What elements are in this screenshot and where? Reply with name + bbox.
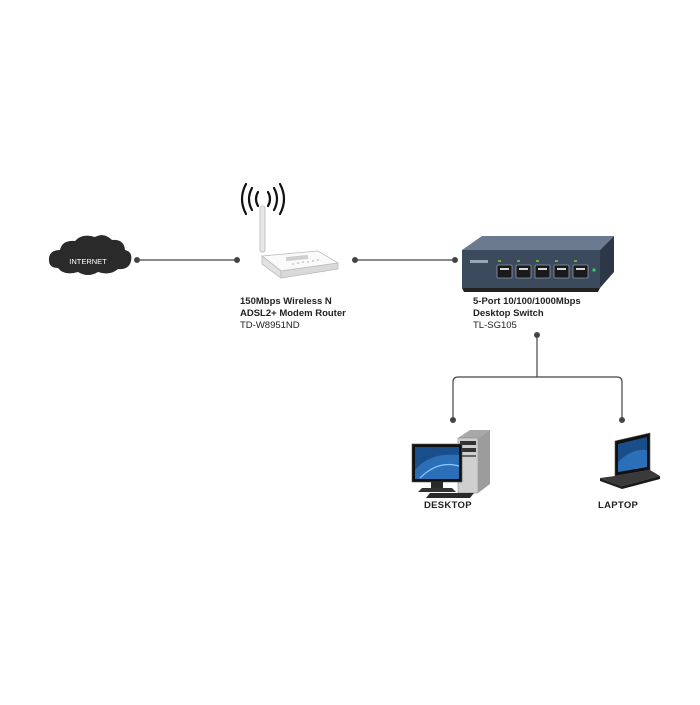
link-branch bbox=[452, 376, 623, 420]
switch-device-icon bbox=[462, 236, 614, 292]
router-device-icon bbox=[240, 182, 340, 279]
switch-label: 5-Port 10/100/1000Mbps Desktop Switch TL… bbox=[473, 296, 581, 332]
router-name-line1: 150Mbps Wireless N bbox=[240, 296, 332, 307]
desktop-computer-icon bbox=[411, 430, 490, 498]
switch-name-line1: 5-Port 10/100/1000Mbps bbox=[473, 296, 581, 307]
switch-ports bbox=[496, 264, 589, 279]
internet-cloud-icon bbox=[48, 235, 132, 275]
laptop-label: LAPTOP bbox=[598, 500, 639, 511]
router-name-line2: ADSL2+ Modem Router bbox=[240, 308, 346, 319]
switch-model: TL-SG105 bbox=[473, 320, 517, 331]
wifi-signal-icon bbox=[240, 182, 286, 216]
switch-name-line2: Desktop Switch bbox=[473, 308, 544, 319]
desktop-label: DESKTOP bbox=[424, 500, 472, 511]
router-model: TD-W8951ND bbox=[240, 320, 300, 331]
laptop-icon bbox=[600, 432, 660, 489]
internet-label: INTERNET bbox=[69, 257, 107, 266]
router-label: 150Mbps Wireless N ADSL2+ Modem Router T… bbox=[240, 296, 346, 332]
connection-lines bbox=[134, 257, 625, 424]
